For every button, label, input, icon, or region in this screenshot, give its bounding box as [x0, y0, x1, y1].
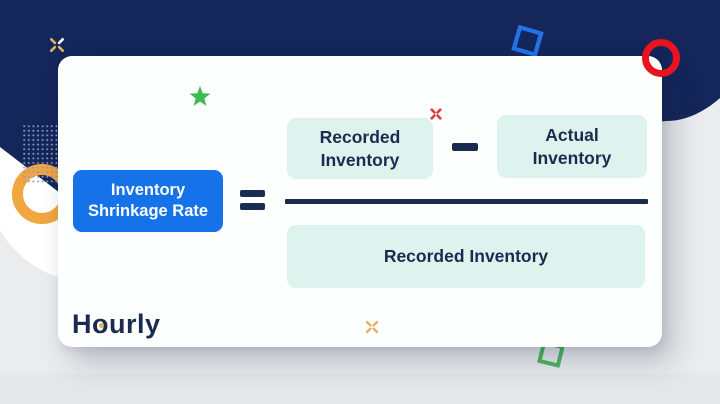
numerator-actual-inventory-label: Actual Inventory: [532, 124, 612, 168]
equals-bar-bottom: [240, 203, 265, 210]
sparkle-icon: [49, 37, 65, 53]
equals-bar-top: [240, 190, 265, 197]
hourly-logo: Hourly: [72, 308, 161, 341]
numerator-recorded-inventory-label: Recorded Inventory: [319, 126, 401, 170]
hourly-logo-dot: [99, 323, 104, 328]
numerator-recorded-inventory-box: Recorded Inventory: [287, 118, 433, 179]
hourly-logo-text: Hourly: [72, 309, 161, 339]
numerator-actual-inventory-box: Actual Inventory: [497, 115, 647, 178]
minus-sign: [452, 143, 478, 151]
blue-square-outline-icon: [511, 24, 544, 58]
dot-grid-pattern: [23, 125, 61, 183]
shrinkage-rate-label-chip: Inventory Shrinkage Rate: [73, 170, 223, 232]
denominator-recorded-inventory-box: Recorded Inventory: [287, 225, 645, 288]
shrinkage-rate-label: Inventory Shrinkage Rate: [87, 181, 209, 220]
bottom-gray-strip: [0, 373, 720, 404]
denominator-recorded-inventory-label: Recorded Inventory: [383, 246, 549, 266]
fraction-divider-bar: [285, 199, 648, 204]
